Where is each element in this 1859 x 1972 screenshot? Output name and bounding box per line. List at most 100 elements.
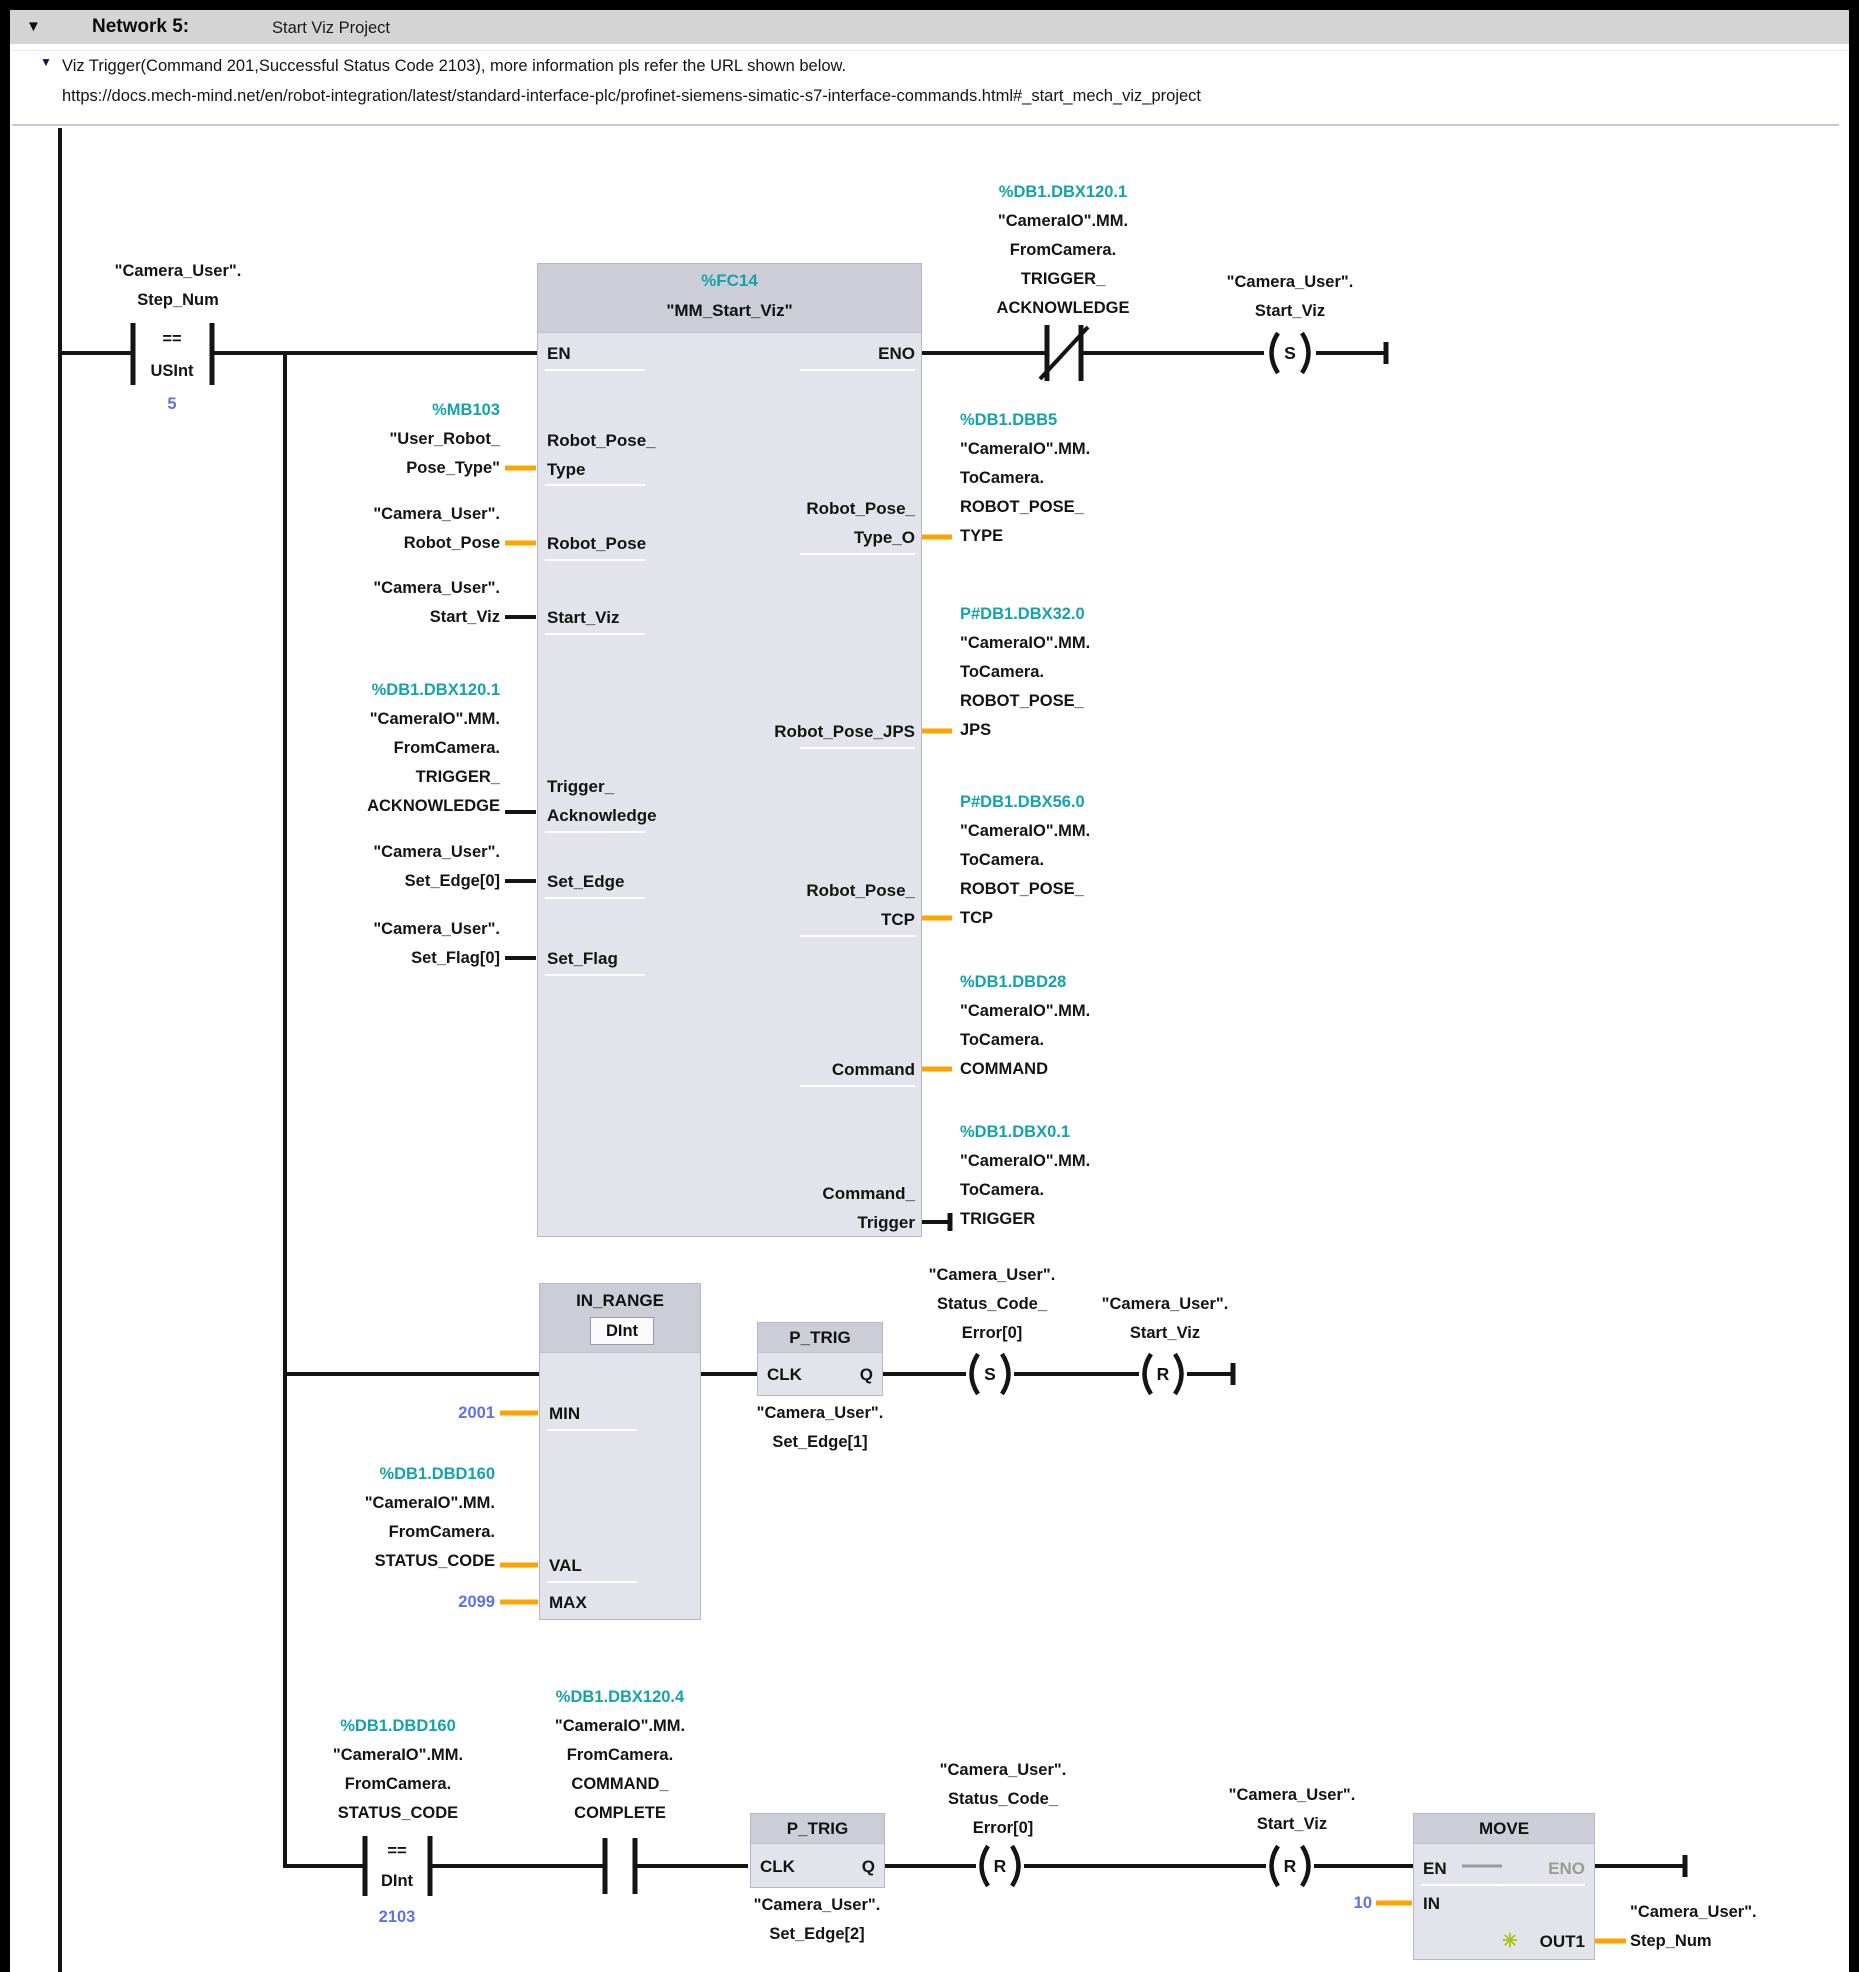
operand-line: "CameraIO".MM. — [960, 1152, 1091, 1170]
fc14-pin-trigger-acknowledge: Trigger_ Acknowledge — [547, 772, 657, 830]
move-pin-en: EN — [1423, 1859, 1447, 1878]
network-collapse-icon[interactable]: ▼ — [26, 18, 41, 35]
operand-line: %DB1.DBD28 — [960, 973, 1067, 991]
operand-command-complete[interactable]: %DB1.DBX120.4 "CameraIO".MM. FromCamera.… — [555, 1683, 685, 1828]
power-rail-and-wires — [58, 128, 1685, 1972]
comment-line-1[interactable]: Viz Trigger(Command 201,Successful Statu… — [62, 57, 847, 75]
pin-separator — [547, 1429, 637, 1431]
operand-line: "Camera_User". — [753, 1896, 881, 1914]
operand-line: "CameraIO".MM. — [369, 710, 500, 728]
network-header-bar[interactable]: ▼ Network 5: Start Viz Project — [10, 10, 1849, 44]
in-range-type-selector[interactable]: DInt — [590, 1317, 654, 1345]
pin-separator — [545, 831, 645, 833]
operand-dbd28[interactable]: %DB1.DBD28 "CameraIO".MM. ToCamera. COMM… — [960, 968, 1090, 1084]
pin-separator — [800, 369, 915, 371]
operand-line: "CameraIO".MM. — [960, 1002, 1091, 1020]
pin-separator — [545, 559, 645, 561]
in-range-pin-max: MAX — [549, 1593, 587, 1612]
contact3-compare-operator[interactable]: == — [387, 1842, 407, 1860]
p-trig-block-2[interactable]: P_TRIG — [750, 1813, 885, 1888]
move-block-header: MOVE — [1414, 1814, 1594, 1844]
fc14-pin-eno: ENO — [878, 344, 915, 363]
p-trig-1-pin-q: Q — [859, 1365, 873, 1384]
operand-line: Set_Edge[2] — [769, 1925, 865, 1943]
fc14-block[interactable]: %FC14 "MM_Start_Viz" — [537, 263, 922, 1237]
pin-line: Robot_Pose_ — [806, 881, 915, 900]
operand-line: %DB1.DBD160 — [340, 1717, 456, 1735]
operand-robot-pose[interactable]: "Camera_User". Robot_Pose — [373, 500, 500, 558]
operand-trigger-ack-nc-contact[interactable]: %DB1.DBX120.1 "CameraIO".MM. FromCamera.… — [997, 178, 1130, 323]
reset-coil-letter[interactable]: R — [993, 1856, 1007, 1876]
comment-collapse-icon[interactable]: ▼ — [40, 55, 52, 69]
operand-line: ToCamera. — [960, 469, 1045, 487]
operand-mb103[interactable]: %MB103 "User_Robot_ Pose_Type" — [389, 396, 500, 483]
operand-dbb5[interactable]: %DB1.DBB5 "CameraIO".MM. ToCamera. ROBOT… — [960, 406, 1090, 551]
in-range-min-value[interactable]: 2001 — [458, 1404, 495, 1422]
operand-line: TYPE — [960, 527, 1004, 545]
operand-line: %DB1.DBX120.1 — [998, 183, 1128, 201]
operand-trigger-ack-input[interactable]: %DB1.DBX120.1 "CameraIO".MM. FromCamera.… — [367, 676, 500, 821]
pin-line: Command_ — [822, 1184, 915, 1203]
pin-line: Robot_Pose_ — [806, 499, 915, 518]
p-trig-block-1[interactable]: P_TRIG — [757, 1322, 883, 1396]
move-pin-in: IN — [1423, 1894, 1440, 1913]
operand-set-edge2[interactable]: "Camera_User". Set_Edge[2] — [754, 1891, 881, 1949]
operand-status-code-compare[interactable]: %DB1.DBD160 "CameraIO".MM. FromCamera. S… — [333, 1712, 463, 1828]
comment-line-2[interactable]: https://docs.mech-mind.net/en/robot-inte… — [62, 87, 1201, 105]
pin-line: Trigger_ — [547, 777, 615, 796]
move-in-value[interactable]: 10 — [1353, 1894, 1372, 1912]
in-range-block[interactable]: IN_RANGE DInt — [539, 1283, 701, 1620]
operand-line: Status_Code_ — [936, 1295, 1048, 1313]
network-subtitle[interactable]: Start Viz Project — [272, 19, 390, 37]
operand-start-viz-set-coil[interactable]: "Camera_User". Start_Viz — [1227, 268, 1354, 326]
set-coil-letter[interactable]: S — [984, 1364, 996, 1384]
operand-set-flag0[interactable]: "Camera_User". Set_Flag[0] — [373, 915, 500, 973]
reset-coil-letter[interactable]: R — [1156, 1364, 1170, 1384]
contact1-compare-value[interactable]: 5 — [167, 395, 177, 413]
operand-line: %DB1.DBB5 — [960, 411, 1058, 429]
operand-start-viz-input[interactable]: "Camera_User". Start_Viz — [373, 574, 500, 632]
operand-line: ToCamera. — [960, 1031, 1045, 1049]
operand-dbx56[interactable]: P#DB1.DBX56.0 "CameraIO".MM. ToCamera. R… — [960, 788, 1090, 933]
pin-separator — [545, 897, 645, 899]
set-coil-letter[interactable]: S — [1284, 343, 1296, 363]
operand-status-err-reset-coil[interactable]: "Camera_User". Status_Code_ Error[0] — [940, 1756, 1067, 1843]
coil-symbols[interactable] — [969, 331, 1311, 1888]
operand-line: "Camera_User". — [1226, 273, 1354, 291]
operand-line: Robot_Pose — [403, 534, 500, 552]
operand-status-code-val[interactable]: %DB1.DBD160 "CameraIO".MM. FromCamera. S… — [365, 1460, 495, 1576]
operand-start-viz-reset-coil-2[interactable]: "Camera_User". Start_Viz — [1229, 1781, 1356, 1839]
contact3-compare-type[interactable]: DInt — [380, 1872, 414, 1890]
pin-separator — [547, 1581, 637, 1583]
fc14-pin-set-flag: Set_Flag — [547, 949, 618, 968]
p-trig-1-title: P_TRIG — [789, 1328, 851, 1347]
operand-dbx32[interactable]: P#DB1.DBX32.0 "CameraIO".MM. ToCamera. R… — [960, 600, 1090, 745]
contact1-compare-type[interactable]: USInt — [150, 362, 194, 380]
in-range-max-value[interactable]: 2099 — [458, 1593, 495, 1611]
operand-set-edge1[interactable]: "Camera_User". Set_Edge[1] — [757, 1399, 884, 1457]
move-pin-eno: ENO — [1548, 1859, 1585, 1878]
operand-line: TCP — [960, 909, 993, 927]
operand-set-edge0[interactable]: "Camera_User". Set_Edge[0] — [373, 838, 500, 896]
pin-separator — [800, 553, 915, 555]
operand-step-num-out[interactable]: "Camera_User". Step_Num — [1630, 1898, 1757, 1956]
pin-line: TCP — [881, 910, 915, 929]
operand-line: ToCamera. — [960, 851, 1045, 869]
operand-start-viz-reset-coil[interactable]: "Camera_User". Start_Viz — [1102, 1290, 1229, 1348]
fc14-pin-set-edge: Set_Edge — [547, 872, 625, 891]
operand-line: ToCamera. — [960, 663, 1045, 681]
contact1-compare-operator[interactable]: == — [162, 330, 182, 348]
operand-line: "CameraIO".MM. — [332, 1746, 464, 1764]
nc-contact-slash — [1038, 325, 1090, 381]
operand-line: %MB103 — [432, 401, 500, 419]
operand-line: "Camera_User". — [928, 1266, 1056, 1284]
operand-line: Pose_Type" — [406, 459, 500, 477]
operand-status-err-set-coil[interactable]: "Camera_User". Status_Code_ Error[0] — [929, 1261, 1056, 1348]
operand-dbx0-1[interactable]: %DB1.DBX0.1 "CameraIO".MM. ToCamera. TRI… — [960, 1118, 1090, 1234]
contact3-compare-value[interactable]: 2103 — [378, 1908, 416, 1926]
operand-step-num-contact[interactable]: "Camera_User". Step_Num — [115, 257, 242, 315]
reset-coil-letter[interactable]: R — [1283, 1856, 1297, 1876]
operand-line: Start_Viz — [1256, 1815, 1328, 1833]
move-block[interactable]: MOVE — [1413, 1813, 1595, 1960]
operand-line: FromCamera. — [566, 1746, 674, 1764]
